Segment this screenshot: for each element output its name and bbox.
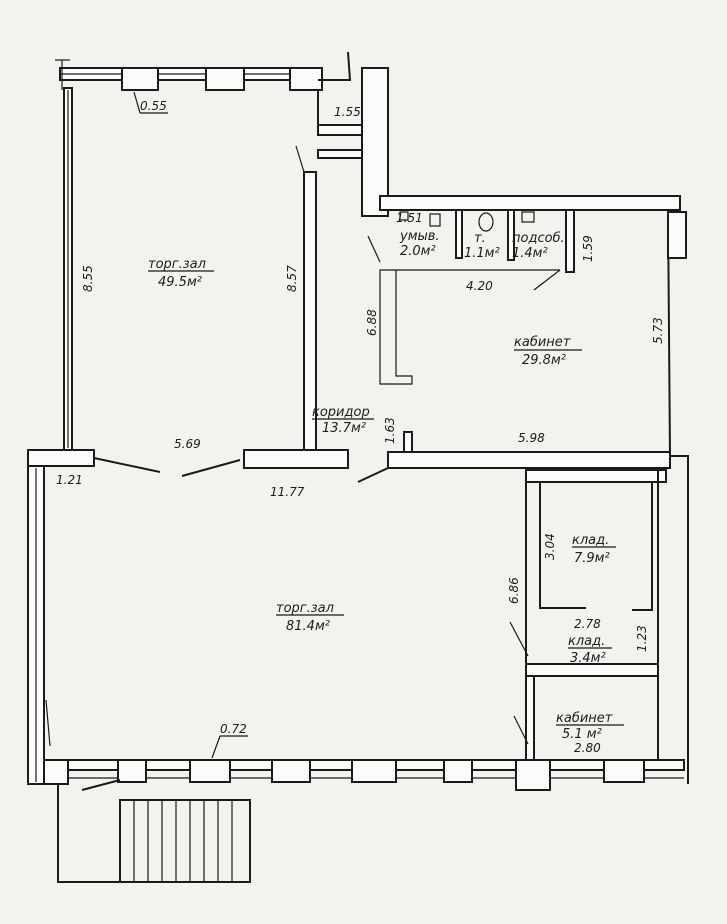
room-name-store-small: клад. [568,634,605,649]
room-area-hall-top: 49.5м² [158,275,202,290]
dim-5-73: 5.73 [651,317,665,344]
room-area-wash: 2.0м² [400,244,436,259]
right-block-walls [361,67,687,457]
room-name-hall-main: торг.зал [276,601,334,616]
dim-8-55: 8.55 [81,265,95,292]
room-area-store-big: 7.9м² [574,551,610,566]
room-area-office-big: 29.8м² [522,353,566,368]
dim-1-23: 1.23 [635,625,649,652]
room-area-corridor: 13.7м² [322,421,366,436]
dim-1-63: 1.63 [383,417,397,444]
room-name-office-small: кабинет [556,711,613,726]
dim-8-57: 8.57 [285,265,299,292]
dim-11-77: 11.77 [270,485,305,499]
dim-2-78: 2.78 [574,617,601,631]
top-hall-walls [55,51,381,451]
dim-3-04: 3.04 [543,533,557,560]
room-area-hall-main: 81.4м² [286,619,330,634]
room-name-utility: подсоб. [512,231,565,246]
room-area-store-small: 3.4м² [570,651,606,666]
room-labels: торг.зал 49.5м² умыв. 2.0м² т. 1.1м² под… [148,229,624,742]
room-name-toilet: т. [474,231,486,246]
dim-4-20: 4.20 [466,279,493,293]
room-name-hall-top: торг.зал [148,257,206,272]
room-name-store-big: клад. [572,533,609,548]
dim-6-86: 6.86 [507,577,521,604]
mid-wall [27,449,689,784]
dim-1-51: 1.51 [396,211,423,225]
dim-1-55: 1.55 [334,105,361,119]
room-name-wash: умыв. [399,229,440,244]
dim-0-55: 0.55 [140,99,167,113]
room-area-toilet: 1.1м² [464,246,500,261]
room-area-utility: 1.4м² [512,246,548,261]
dim-5-98: 5.98 [518,431,545,445]
room-name-corridor: коридор [312,405,370,420]
dim-0-72: 0.72 [220,722,247,736]
dim-2-80: 2.80 [574,741,601,755]
room-area-office-small: 5.1 м² [562,727,602,742]
dimension-labels: 0.55 1.55 8.55 8.57 1.51 1.59 4.20 6.88 … [56,91,665,759]
dim-5-69: 5.69 [174,437,201,451]
dim-6-88: 6.88 [365,309,379,336]
dim-1-21: 1.21 [56,473,83,487]
main-hall-walls [27,465,685,883]
dim-1-59: 1.59 [581,235,595,262]
room-name-office-big: кабинет [514,335,571,350]
